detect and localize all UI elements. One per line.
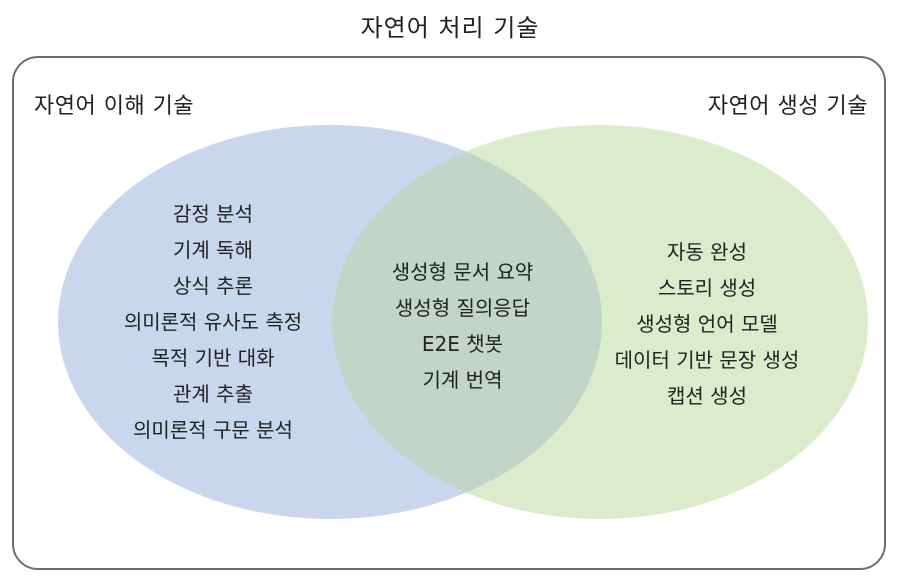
list-item: 목적 기반 대화 bbox=[151, 346, 275, 370]
list-item: 스토리 생성 bbox=[657, 276, 757, 300]
generation-only-items: 자동 완성 스토리 생성 생성형 언어 모델 데이터 기반 문장 생성 캡션 생… bbox=[592, 234, 822, 414]
list-item: 데이터 기반 문장 생성 bbox=[614, 348, 800, 372]
list-item: 캡션 생성 bbox=[667, 384, 747, 408]
list-item: 생성형 문서 요약 bbox=[391, 260, 534, 284]
outer-frame bbox=[12, 56, 886, 570]
list-item: 기계 번역 bbox=[422, 368, 503, 392]
list-item: E2E 챗봇 bbox=[421, 332, 504, 356]
list-item: 생성형 질의응답 bbox=[394, 296, 531, 320]
list-item: 자동 완성 bbox=[667, 240, 747, 264]
understanding-only-items: 감정 분석 기계 독해 상식 추론 의미론적 유사도 측정 목적 기반 대화 관… bbox=[98, 196, 328, 448]
list-item: 기계 독해 bbox=[173, 238, 253, 262]
list-item: 관계 추출 bbox=[173, 382, 253, 406]
list-item: 생성형 언어 모델 bbox=[636, 312, 778, 336]
list-item: 의미론적 유사도 측정 bbox=[123, 310, 303, 334]
shared-items: 생성형 문서 요약 생성형 질의응답 E2E 챗봇 기계 번역 bbox=[355, 254, 570, 398]
set-label-generation: 자연어 생성 기술 bbox=[707, 94, 868, 119]
list-item: 상식 추론 bbox=[173, 274, 253, 298]
diagram-title: 자연어 처리 기술 bbox=[360, 14, 540, 42]
list-item: 감정 분석 bbox=[173, 202, 253, 226]
set-overlap-region bbox=[332, 125, 602, 519]
list-item: 의미론적 구문 분석 bbox=[133, 418, 293, 442]
set-label-understanding: 자연어 이해 기술 bbox=[34, 94, 195, 119]
